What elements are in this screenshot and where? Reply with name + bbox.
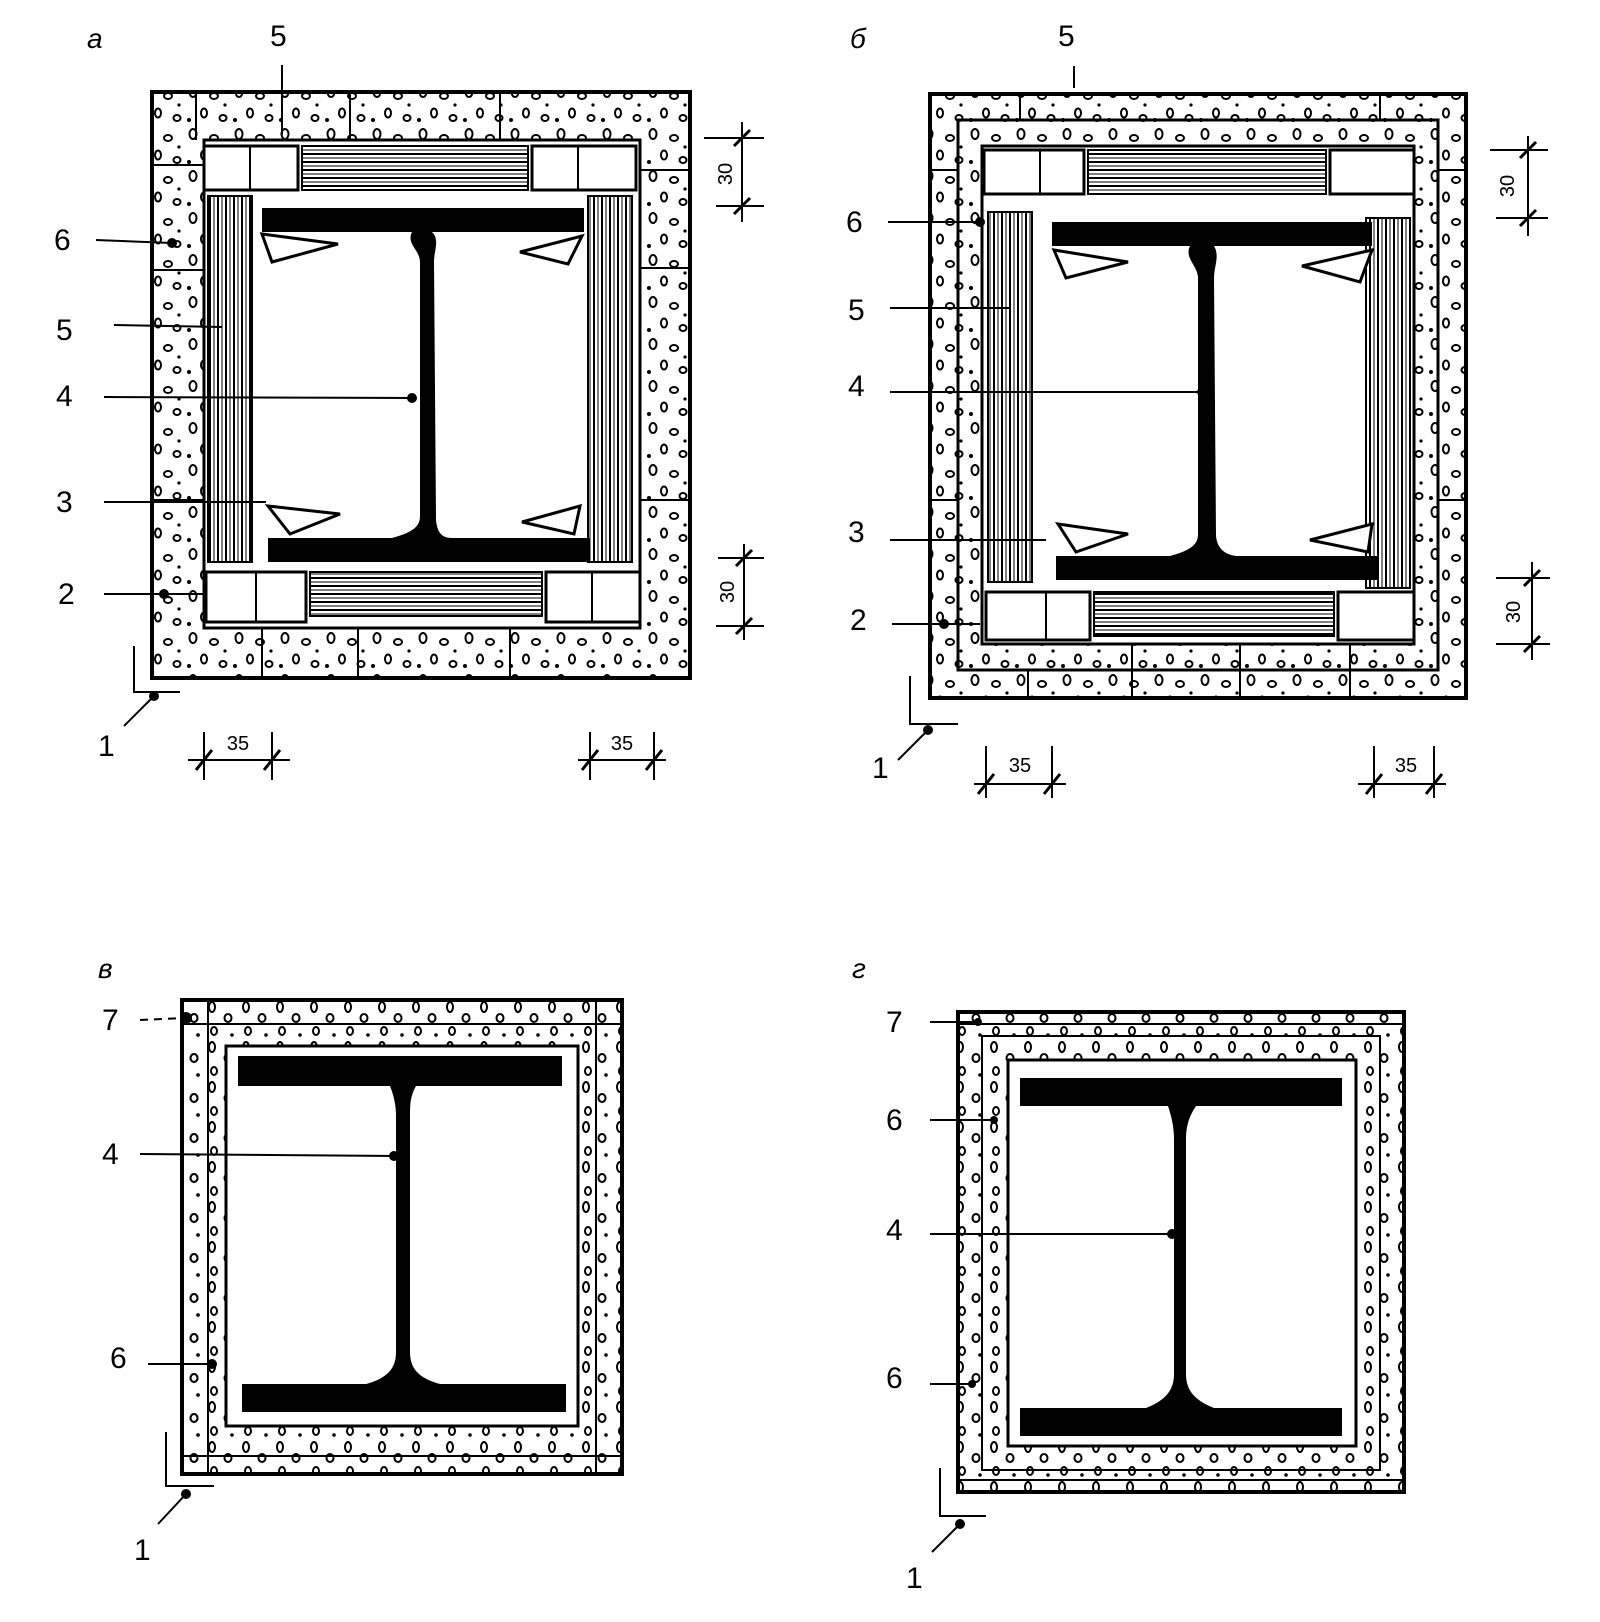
panel-b: б 5 [846, 20, 1550, 798]
panel-d-callouts: 7 6 4 6 [886, 1006, 1177, 1395]
panel-b-callout-3: 3 [848, 516, 865, 549]
panel-b-corner-leader: 1 [872, 676, 958, 785]
panel-d-callout-6-top: 6 [886, 1104, 903, 1137]
panel-b-label-5-top: 5 [1058, 20, 1075, 53]
panel-c-corner-label-1: 1 [134, 1534, 151, 1567]
panel-b-i-beam [1052, 222, 1378, 580]
panel-b-callout-5: 5 [848, 294, 865, 327]
panel-a-callout-5: 5 [56, 314, 73, 347]
panel-b-clips [1051, 247, 1375, 554]
panel-a-callout-2: 2 [58, 578, 75, 611]
panel-d-corner-label-1: 1 [906, 1562, 923, 1595]
panel-a-callout-6: 6 [54, 224, 71, 257]
panel-c-callout-6: 6 [110, 1342, 127, 1375]
panel-a-corner-leader: 1 [98, 646, 180, 763]
panel-d-corner-leader: 1 [906, 1468, 986, 1595]
panel-b-mineral-wool-layers [982, 148, 1416, 642]
panel-b-letter: б [850, 23, 867, 54]
panel-b-callout-2: 2 [850, 604, 867, 637]
panel-b-dim-top: 30 [1497, 175, 1519, 197]
panel-b-callouts: 6 5 4 3 2 [846, 206, 1207, 637]
panel-d-i-beam [1020, 1078, 1342, 1436]
panel-d: г 7 6 4 6 [852, 953, 1406, 1595]
panel-b-corner-label-1: 1 [872, 752, 889, 785]
panel-c-i-beam [238, 1056, 566, 1412]
panel-c-callouts: 7 4 6 [102, 1004, 399, 1375]
panel-a-callout-4: 4 [56, 380, 73, 413]
panel-b-dim-right: 35 [1395, 755, 1417, 777]
panel-a-dimensions: 30 30 35 35 [188, 122, 764, 780]
panel-b-callout-4: 4 [848, 370, 865, 403]
panel-a-i-beam [262, 208, 590, 562]
panel-a-dim-left: 35 [227, 733, 249, 755]
panel-d-callout-7: 7 [886, 1006, 903, 1039]
panel-a-dim-right: 35 [611, 733, 633, 755]
panel-a-callouts: 6 5 4 3 2 [54, 224, 417, 611]
panel-a-dim-top: 30 [715, 163, 737, 185]
panel-a-callout-3: 3 [56, 486, 73, 519]
panel-d-callout-6-bottom: 6 [886, 1362, 903, 1395]
panel-a-label-5-top: 5 [270, 20, 287, 53]
panel-a-corner-label-1: 1 [98, 730, 115, 763]
panel-b-dim-left: 35 [1009, 755, 1031, 777]
panel-a-letter: а [87, 23, 103, 54]
panel-d-letter: г [852, 953, 866, 984]
panel-c-callout-4: 4 [102, 1138, 119, 1171]
panel-a-clips [259, 232, 585, 536]
panel-b-dimensions: 30 30 35 35 [974, 136, 1550, 798]
panel-a-dim-bottom: 30 [717, 581, 739, 603]
panel-b-callout-6: 6 [846, 206, 863, 239]
panel-c-callout-7: 7 [102, 1004, 119, 1037]
panel-c-letter: в [98, 953, 113, 984]
panel-c-corner-leader: 1 [134, 1432, 214, 1567]
panel-a: а 5 [54, 20, 764, 780]
panel-a-mineral-wool-layers [202, 144, 642, 624]
panel-c: в 7 4 6 [98, 953, 624, 1567]
panel-d-callout-4: 4 [886, 1214, 903, 1247]
panel-b-dim-bottom: 30 [1503, 601, 1525, 623]
